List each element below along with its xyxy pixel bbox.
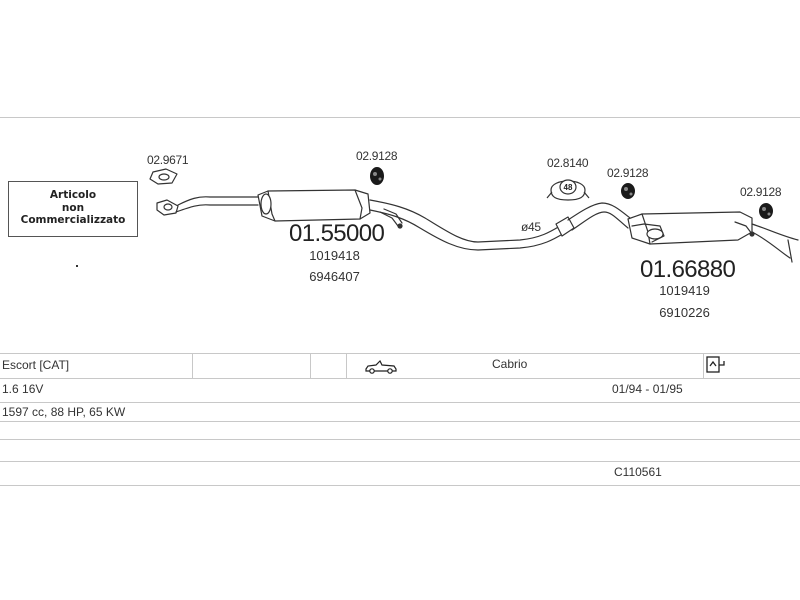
middle-silencer-code[interactable]: 01.55000	[289, 220, 385, 247]
note-line-2: non	[61, 201, 85, 214]
rear-pipe	[567, 202, 631, 231]
part-label-hanger[interactable]: 02.8140	[547, 156, 589, 170]
table-line-2	[0, 378, 800, 379]
clamp-part-icon	[149, 168, 178, 185]
rear-silencer-ref-2: 6910226	[659, 305, 710, 320]
rubber-mount-icon	[621, 183, 635, 199]
table-col-line-3	[346, 353, 347, 378]
rear-silencer-ref-1: 1019419	[659, 283, 710, 298]
part-label-clamp[interactable]: 02.9671	[147, 153, 189, 167]
table-line-3	[0, 402, 800, 403]
dot-marker	[76, 265, 78, 267]
table-col-line-4	[703, 353, 704, 378]
not-sold-note: Articolo non Commercializzato	[8, 181, 138, 237]
hanger-ring-icon	[546, 179, 590, 201]
front-flange-icon	[156, 199, 179, 216]
table-line-7	[0, 485, 800, 486]
middle-silencer-icon	[257, 189, 371, 222]
rear-silencer-icon	[627, 211, 753, 245]
vehicle-engine: 1.6 16V	[2, 382, 44, 396]
note-line-1: Articolo	[49, 189, 97, 201]
rear-silencer-code[interactable]: 01.66880	[640, 256, 736, 283]
manual-gearbox-icon	[706, 356, 726, 379]
hanger-size-label: 48	[564, 183, 573, 192]
system-code: C110561	[614, 465, 662, 479]
pipe-diameter-label: ø45	[521, 220, 541, 234]
vehicle-years: 01/94 - 01/95	[612, 382, 683, 396]
table-line-6	[0, 461, 800, 462]
middle-silencer-ref-1: 1019418	[309, 248, 360, 263]
part-label-mount-a[interactable]: 02.9128	[356, 149, 398, 163]
table-line-5	[0, 439, 800, 440]
vehicle-model: Escort [CAT]	[2, 358, 70, 372]
vehicle-body-type: Cabrio	[492, 357, 528, 371]
middle-silencer-ref-2: 6946407	[309, 269, 360, 284]
vehicle-specs: 1597 cc, 88 HP, 65 KW	[2, 405, 126, 419]
front-pipe	[175, 196, 259, 213]
note-line-3: Commercializzato	[20, 214, 126, 226]
part-label-mount-b[interactable]: 02.9128	[607, 166, 649, 180]
table-line-4	[0, 421, 800, 422]
tail-pipe	[751, 223, 799, 259]
top-border-line	[0, 117, 800, 118]
table-line-1	[0, 353, 800, 354]
table-col-line-2	[310, 353, 311, 378]
rubber-mount-icon	[370, 167, 384, 185]
convertible-car-icon	[364, 359, 398, 379]
table-col-line-1	[192, 353, 193, 378]
part-label-mount-c[interactable]: 02.9128	[740, 185, 782, 199]
rubber-mount-icon	[759, 203, 773, 219]
